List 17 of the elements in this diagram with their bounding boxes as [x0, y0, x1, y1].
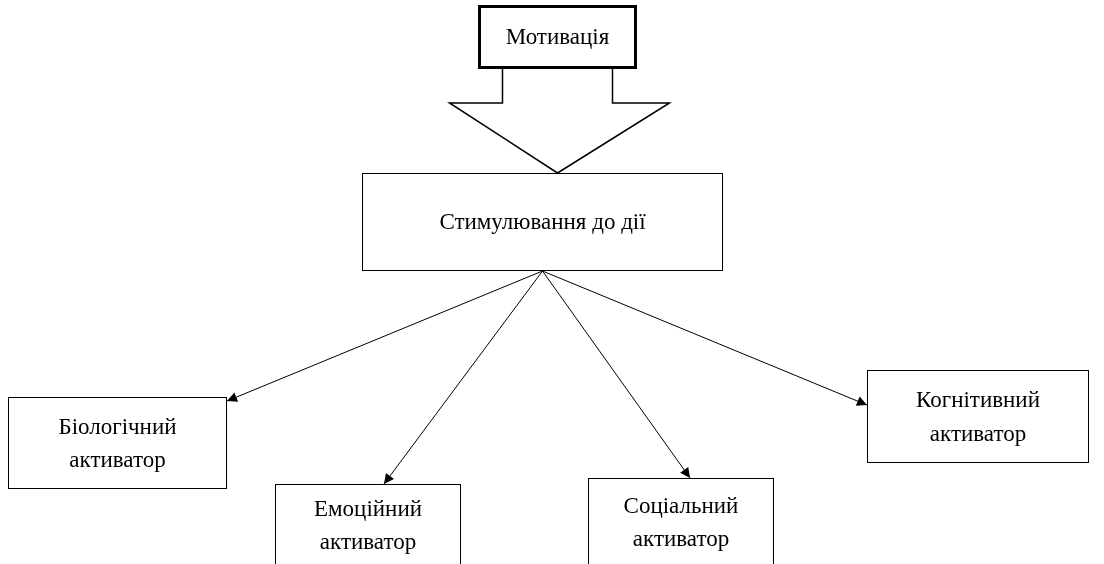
box-label: Соціальний активатор	[622, 491, 740, 553]
process-box	[478, 5, 637, 69]
box-label: Когнітивний активатор	[915, 386, 1041, 448]
process-box	[867, 370, 1089, 463]
arrow	[542, 270, 691, 479]
arrow	[383, 270, 543, 485]
box-label: Емоційний активатор	[312, 494, 423, 556]
process-box	[275, 484, 461, 564]
process-box	[362, 173, 723, 271]
arrow	[226, 270, 543, 402]
box-label: Стимулювання до дії	[439, 208, 646, 237]
process-box	[588, 478, 774, 564]
arrow	[542, 270, 868, 406]
box-label: Мотивація	[505, 23, 610, 52]
process-box	[8, 397, 227, 489]
box-label: Біологічний активатор	[57, 412, 178, 474]
block-arrow	[446, 68, 673, 174]
